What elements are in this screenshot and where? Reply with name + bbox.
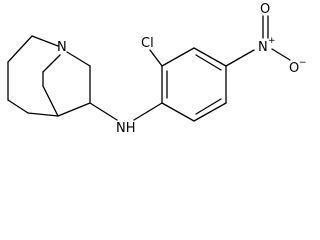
- bond: [66, 51, 91, 67]
- bond: [42, 85, 59, 117]
- bond: [225, 49, 255, 67]
- quinuclidine-cage: [7, 35, 91, 117]
- bond: [133, 102, 163, 121]
- bond: [42, 54, 61, 73]
- bond: [149, 49, 163, 67]
- benzene-ring: [161, 47, 227, 122]
- bond: [161, 102, 195, 122]
- bond: [161, 47, 195, 67]
- nitro-oxygen-charge: −: [299, 58, 307, 68]
- bond: [193, 47, 227, 67]
- bond: [89, 102, 118, 121]
- bond: [27, 112, 59, 117]
- bond: [7, 99, 29, 114]
- bond: [193, 102, 227, 122]
- amine-nh-label: NH: [116, 121, 136, 136]
- nitro-nitrogen-charge: +: [268, 36, 276, 46]
- bond: [57, 102, 91, 117]
- chemical-structure-diagram: N NH Cl N + O O −: [7, 2, 307, 136]
- nitro-nitrogen-label: N: [258, 40, 268, 55]
- nitro-oxygen-double-label: O: [260, 2, 270, 17]
- bond: [195, 98, 222, 115]
- bond: [271, 48, 291, 61]
- nitro-oxygen-single-label: O: [289, 61, 299, 76]
- bond: [31, 35, 59, 47]
- chlorine-label: Cl: [141, 36, 154, 51]
- bond: [195, 54, 222, 71]
- quinuclidine-nitrogen-label: N: [57, 40, 67, 55]
- bond: [7, 35, 33, 63]
